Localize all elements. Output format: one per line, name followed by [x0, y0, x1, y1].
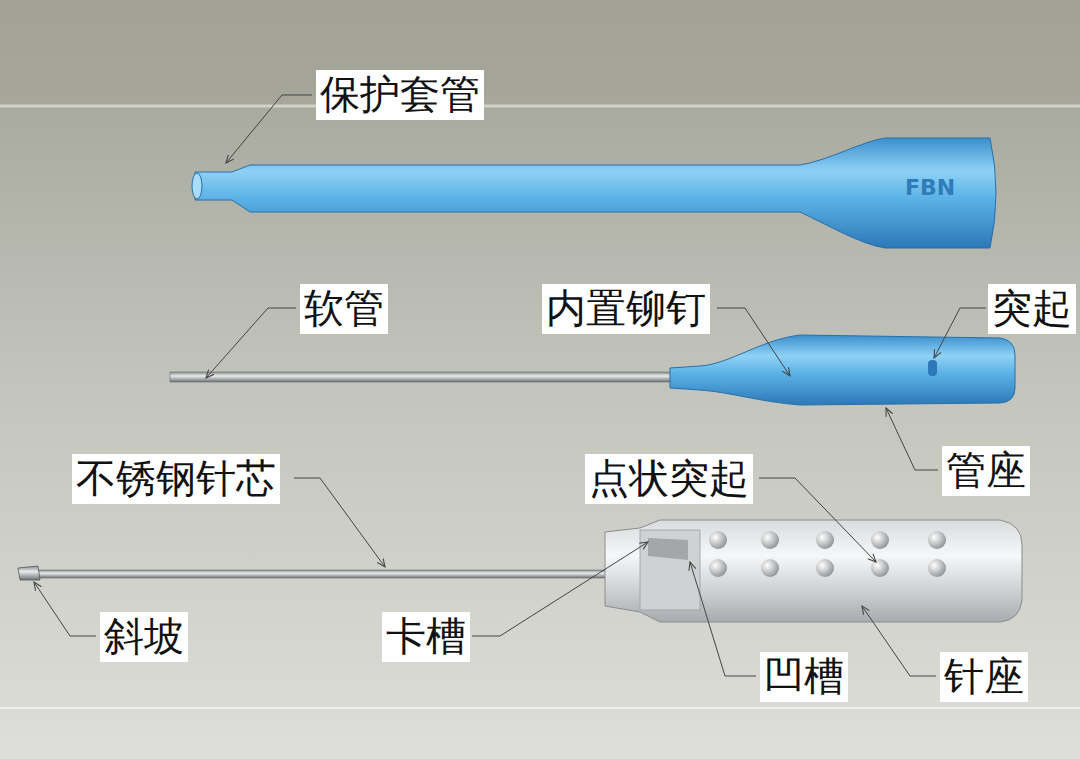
needle-bevel [18, 566, 40, 580]
part-label: 凹槽 [760, 652, 848, 702]
part-label: 不锈钢针芯 [72, 454, 280, 504]
part-label: 管座 [942, 446, 1030, 496]
ground-line [0, 707, 1080, 709]
steel-needle [30, 570, 610, 578]
part-label: 针座 [940, 652, 1028, 702]
leader-lines [34, 95, 986, 676]
protective-sheath [195, 138, 996, 248]
part-label: 卡槽 [382, 612, 470, 662]
soft-tube [170, 372, 675, 382]
tube-hub [670, 335, 1015, 405]
part-label: 内置铆钉 [542, 284, 710, 334]
part-label: 突起 [988, 284, 1076, 334]
part-label: 软管 [300, 284, 388, 334]
needle-base [605, 520, 1022, 622]
base-groove [648, 538, 688, 560]
grip-dots [709, 531, 946, 577]
part-label: 点状突起 [585, 454, 753, 504]
hub-bump [928, 360, 937, 376]
sheath-opening [192, 173, 202, 199]
base-slot [640, 530, 700, 610]
part-label: 保护套管 [316, 70, 484, 120]
part-label: 斜坡 [100, 612, 188, 662]
logo-text: FBN [905, 176, 955, 200]
